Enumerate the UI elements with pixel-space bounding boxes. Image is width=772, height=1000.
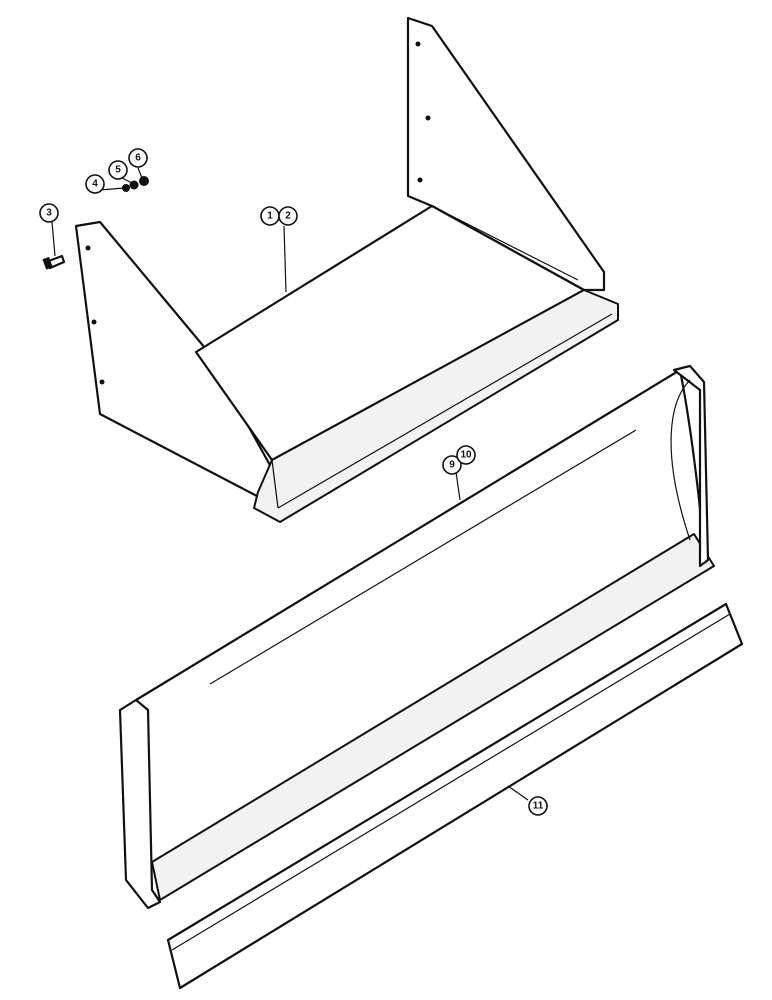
cutting-edge-inner-line (171, 613, 731, 951)
callout-9: 9 (442, 455, 462, 475)
svg-text:4: 4 (92, 179, 98, 190)
leader-1-2 (283, 225, 287, 293)
hardware (42, 176, 149, 270)
tray-hole (91, 319, 97, 325)
tray-lip-crease (277, 313, 613, 509)
callout-4: 4 (85, 174, 105, 194)
cutting-edge (166, 602, 744, 990)
scoop-right-end-cap (672, 364, 710, 568)
scoop-top-edge (135, 369, 681, 701)
svg-text:5: 5 (115, 165, 121, 176)
callout-3: 3 (39, 203, 59, 223)
callout-10: 10 (456, 445, 476, 465)
leader-6 (137, 167, 143, 179)
callout-1: 1 (260, 206, 280, 226)
tray-hole (425, 115, 431, 121)
svg-text:11: 11 (533, 801, 544, 812)
callout-6: 6 (128, 148, 148, 168)
scoop-left-end-cap (118, 698, 162, 910)
scoop-assembly (118, 364, 715, 910)
svg-text:3: 3 (46, 208, 52, 219)
tray-hole (417, 177, 423, 183)
svg-text:9: 9 (449, 460, 455, 471)
svg-text:6: 6 (135, 153, 141, 164)
callouts: 1 2 3 4 5 6 9 10 (39, 148, 548, 816)
nut-icon (139, 176, 149, 186)
tray-front-lip (253, 289, 619, 523)
tray-hole (85, 245, 91, 251)
scoop-lower-lip (151, 533, 715, 901)
tray-floor-seam (431, 205, 579, 281)
leader-9-10 (455, 471, 461, 501)
callout-2: 2 (278, 206, 298, 226)
washer-icon (122, 184, 130, 192)
leader-5 (121, 177, 133, 184)
scoop-top-highlight (209, 429, 637, 685)
callout-5: 5 (108, 160, 128, 180)
svg-text:2: 2 (285, 211, 291, 222)
svg-text:10: 10 (460, 450, 472, 461)
tray-hole (415, 41, 421, 47)
tray-right-side-plate (406, 16, 606, 292)
scoop-right-curve (670, 379, 691, 541)
svg-text:1: 1 (267, 211, 273, 222)
leader-3 (51, 221, 56, 257)
tray-assembly (74, 16, 619, 523)
cutting-edge-strip (166, 602, 744, 990)
tray-hole (99, 379, 105, 385)
leader-11 (507, 785, 529, 801)
bolt-head-icon (42, 256, 53, 270)
leader-lines (51, 167, 529, 801)
callout-11: 11 (528, 796, 548, 816)
tray-lip-edge (271, 459, 279, 509)
leader-4 (99, 187, 125, 191)
